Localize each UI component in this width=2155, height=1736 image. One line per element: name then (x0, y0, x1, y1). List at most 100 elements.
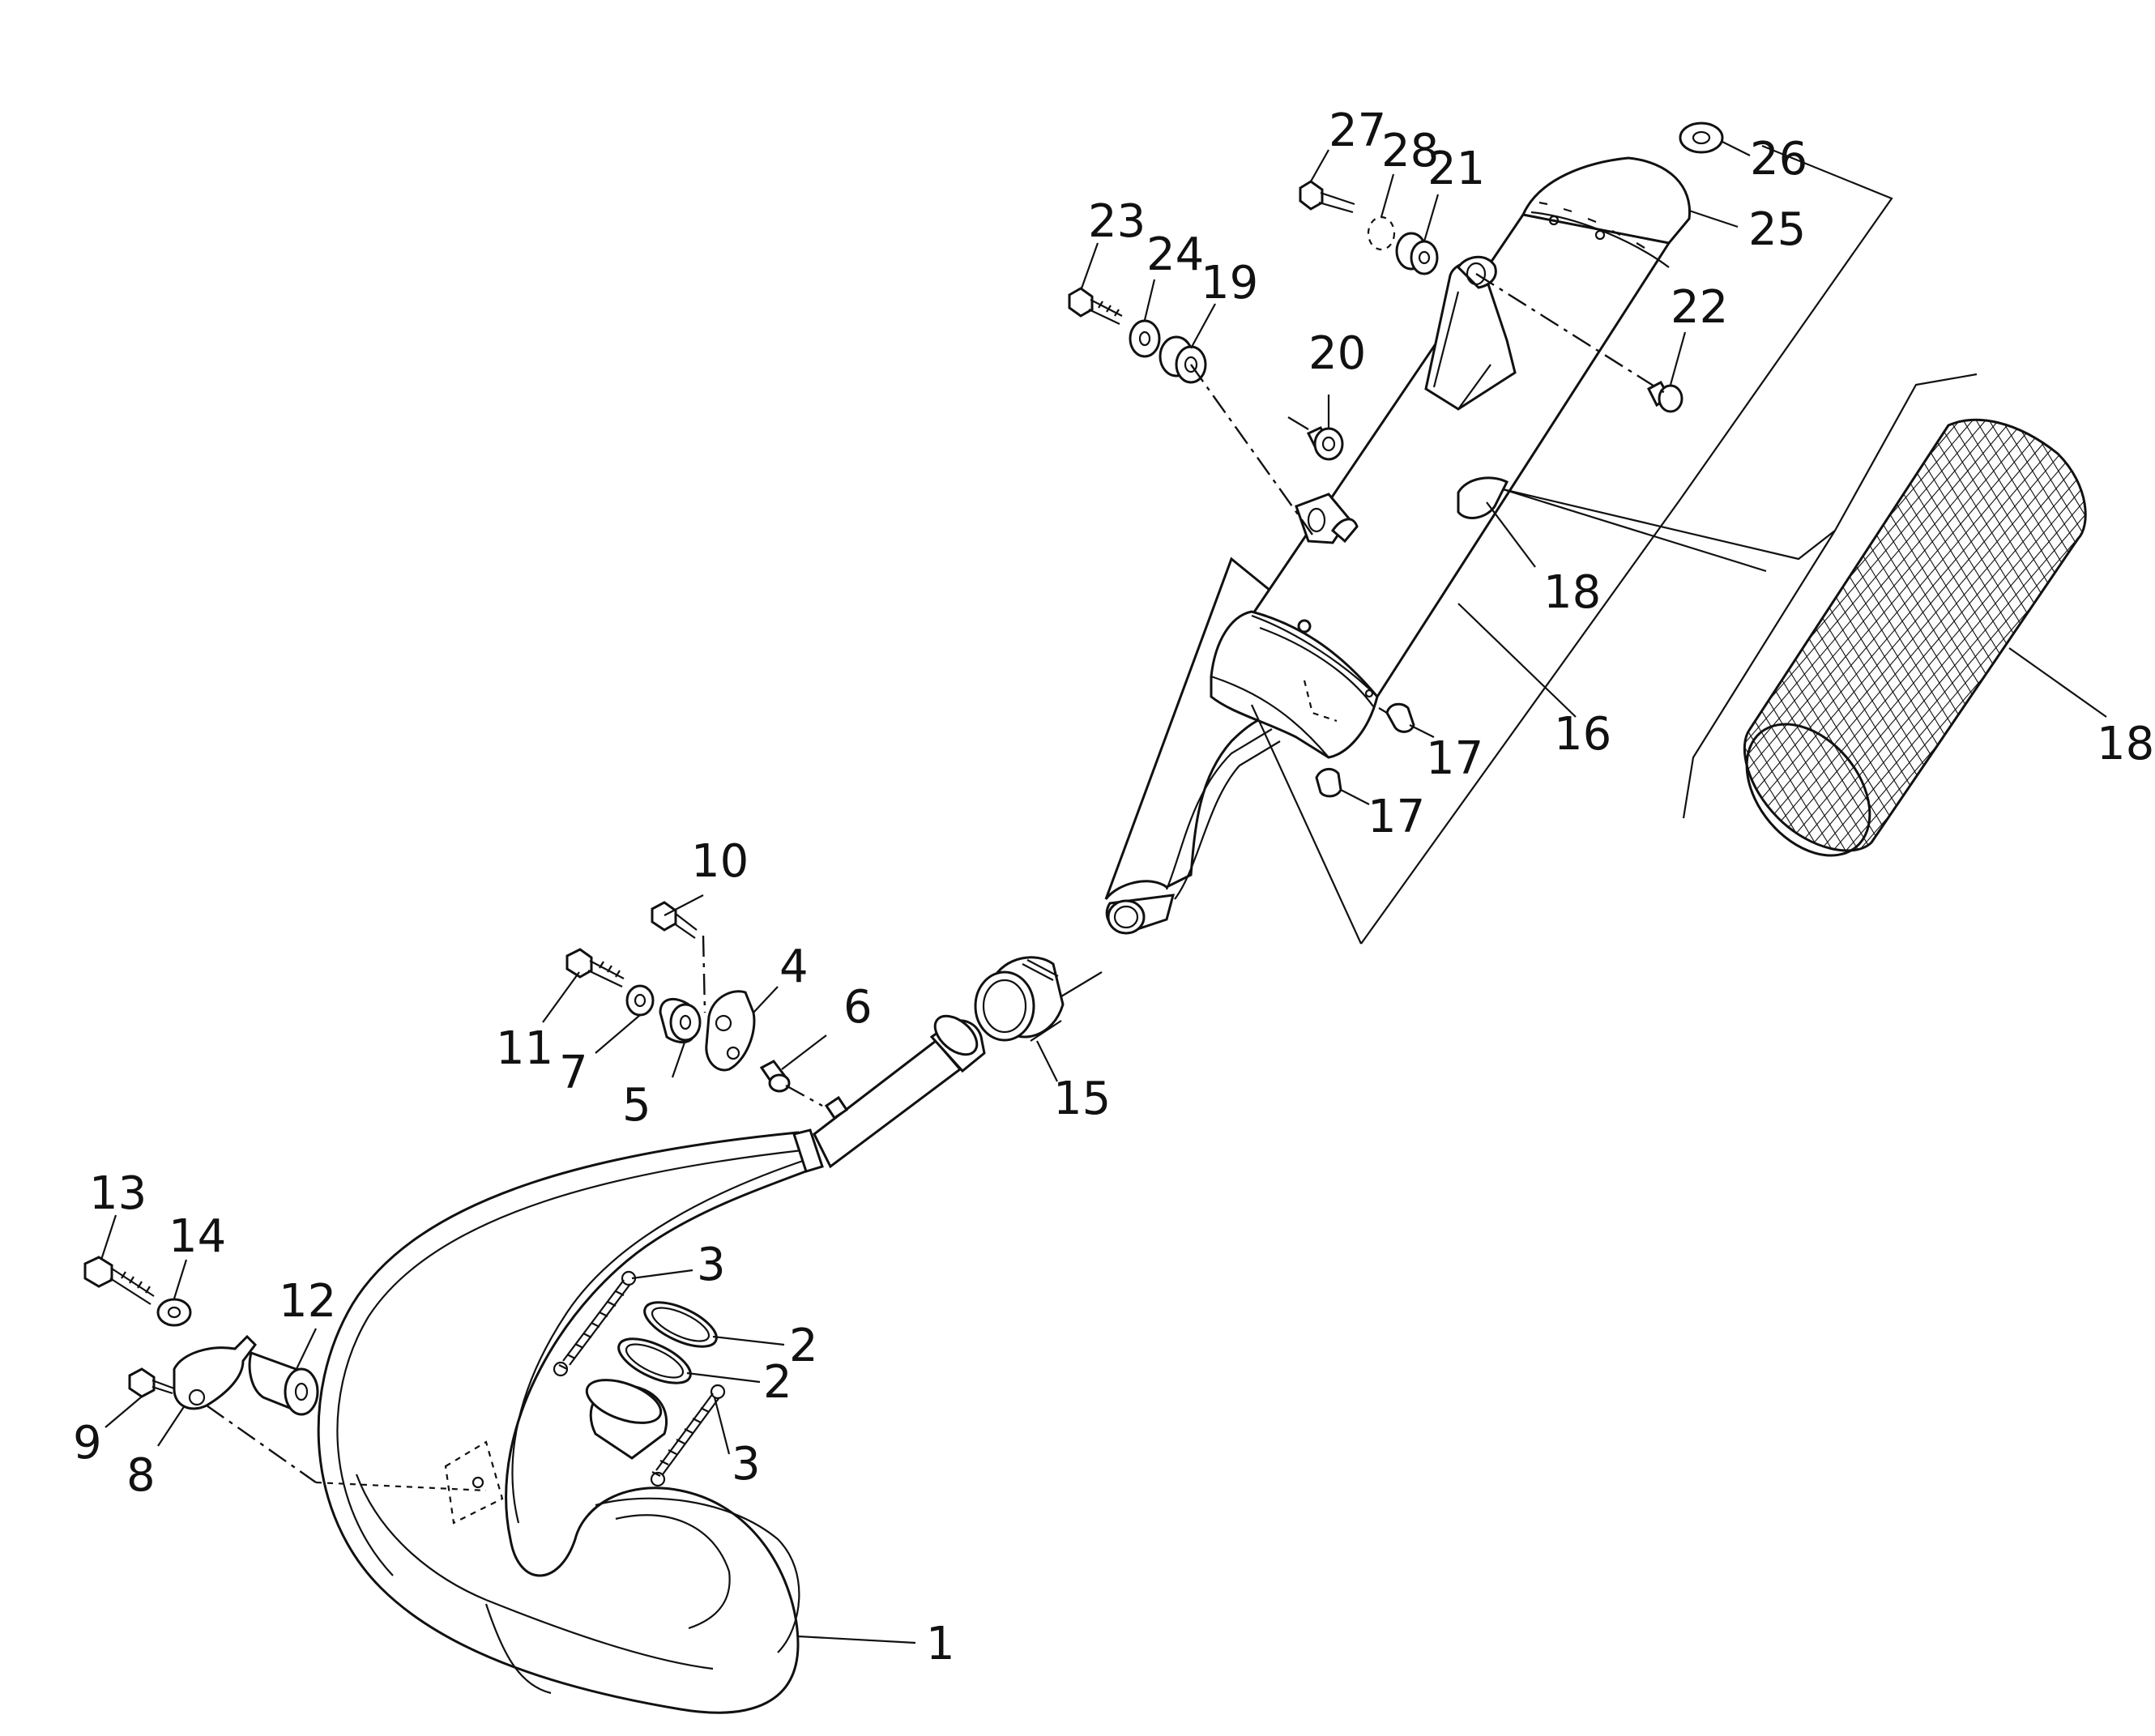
mesh-line (1744, 420, 2070, 851)
callout-18-mesh: 18 (2097, 718, 2154, 770)
mesh-line (1744, 420, 2086, 851)
o-ring-lower (617, 1337, 692, 1384)
callout-6: 6 (843, 981, 873, 1034)
callout-15: 15 (1053, 1073, 1111, 1125)
mesh-line (1775, 420, 2086, 851)
mesh-line (1905, 420, 2086, 851)
mesh-line (1749, 420, 2086, 851)
mesh-line (2047, 420, 2086, 851)
grommet-21 (1395, 232, 1439, 275)
callout-16: 16 (1554, 708, 1611, 761)
mesh-line (1918, 420, 2086, 851)
mesh-line (1905, 420, 2086, 851)
bolt-10 (651, 901, 698, 939)
mesh-line (1744, 420, 2076, 851)
callout-2-lower: 2 (763, 1356, 792, 1409)
mesh-line (1931, 420, 2086, 851)
callout-5: 5 (622, 1079, 651, 1132)
mesh-line (1744, 420, 1960, 851)
mesh-line (1744, 420, 1895, 851)
mesh-line (2047, 420, 2086, 851)
mesh-line (1744, 420, 2057, 851)
mesh-line (1744, 420, 1869, 851)
mesh-line (2113, 324, 2155, 932)
mesh-line (2100, 324, 2155, 932)
callout-3-upper: 3 (697, 1239, 726, 1291)
callout-27: 27 (1329, 105, 1386, 157)
spring-lower (650, 1384, 726, 1487)
mesh-line (1744, 420, 2086, 851)
callout-9: 9 (73, 1417, 102, 1469)
callout-26: 26 (1750, 133, 1807, 186)
screw-17-upper (1378, 702, 1415, 733)
mesh-line (1827, 420, 2086, 851)
mesh-line (1744, 420, 2086, 851)
mesh-line (1918, 420, 2086, 851)
mesh-line (1775, 420, 2086, 851)
callout-7: 7 (559, 1047, 588, 1099)
mesh-line (1744, 420, 1921, 851)
callout-11: 11 (496, 1022, 553, 1075)
mesh-line (1995, 420, 2086, 851)
silencer-part (1104, 156, 1692, 935)
mesh-line (2126, 324, 2155, 932)
callout-18-small: 18 (1543, 566, 1601, 619)
callout-17-upper: 17 (1426, 732, 1483, 785)
callout-10: 10 (691, 835, 749, 888)
bolt-27 (1299, 180, 1355, 214)
mesh-line (1744, 420, 2086, 851)
mesh-line (1788, 420, 2086, 851)
mesh-line (2034, 420, 2086, 851)
washer-24 (1129, 319, 1161, 358)
flange-bracket (173, 1334, 257, 1410)
mesh-line (1744, 420, 1947, 851)
mesh-line (1744, 420, 2086, 851)
mesh-line (1744, 420, 2086, 851)
mesh-line (1744, 420, 1856, 851)
mesh-line (2100, 324, 2155, 932)
mesh-line (2060, 420, 2086, 851)
mesh-line (1762, 420, 2086, 851)
washer-28 (1367, 215, 1396, 251)
callout-20: 20 (1308, 327, 1366, 380)
callout-8: 8 (126, 1449, 156, 1502)
mesh-line (1982, 420, 2086, 851)
mesh-line (1744, 420, 1882, 851)
callout-22: 22 (1671, 281, 1728, 334)
mesh-line (1840, 420, 2086, 851)
bolt-13 (83, 1256, 155, 1305)
connector-sleeve-15 (974, 956, 1065, 1042)
mesh-line (2073, 420, 2086, 851)
mesh-line (2087, 324, 2155, 932)
callout-2-upper: 2 (789, 1320, 818, 1372)
mesh-line (1931, 420, 2086, 851)
callout-1: 1 (926, 1618, 955, 1670)
mesh-line (2008, 420, 2086, 851)
mesh-line (1944, 420, 2086, 851)
callout-17-lower: 17 (1368, 791, 1425, 843)
mesh-line (2087, 324, 2155, 932)
callout-28: 28 (1381, 125, 1439, 177)
bushing-5 (659, 997, 702, 1044)
callout-25: 25 (1748, 203, 1806, 256)
mesh-line (1744, 420, 2086, 851)
mesh-line (2034, 420, 2086, 851)
mesh-line (1762, 420, 2086, 851)
callout-24: 24 (1146, 228, 1204, 281)
callout-4: 4 (779, 941, 809, 993)
washer-14 (156, 1298, 192, 1327)
callout-19: 19 (1201, 257, 1258, 309)
callout-23: 23 (1088, 195, 1146, 248)
washer-7 (625, 984, 655, 1017)
mesh-line (2139, 324, 2155, 932)
mesh-line (1744, 420, 2031, 851)
mesh-line (1744, 420, 1934, 851)
mesh-line (2008, 420, 2086, 851)
bolt-22 (1647, 380, 1683, 413)
bolt-11 (565, 948, 625, 987)
mesh-line (1744, 420, 2086, 851)
bracket-4 (705, 990, 756, 1072)
mesh-line (1744, 420, 2086, 851)
mesh-line (1744, 420, 2086, 851)
